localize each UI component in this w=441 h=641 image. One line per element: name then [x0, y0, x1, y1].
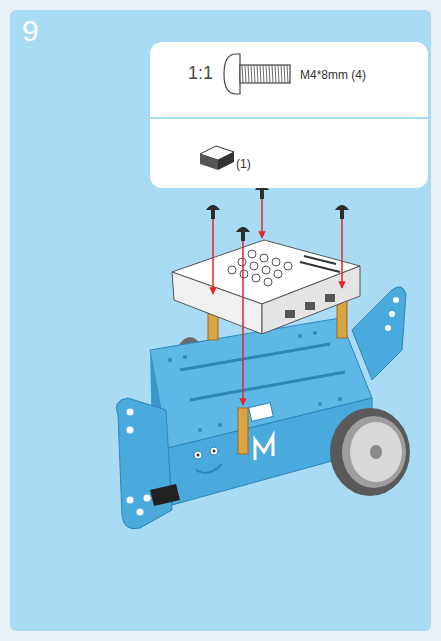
insert-arrow	[213, 198, 342, 405]
part-spec: (1)	[236, 158, 251, 171]
side-plate	[352, 287, 406, 380]
chassis-face	[194, 436, 273, 473]
step-number: 9	[22, 16, 39, 46]
board-icon	[200, 146, 234, 170]
sensor-window	[249, 403, 274, 422]
wheel	[330, 408, 410, 496]
divider	[150, 117, 428, 119]
screw-icon	[224, 54, 290, 94]
line-sensor	[150, 484, 180, 506]
side-plate	[116, 398, 172, 529]
screw	[206, 185, 349, 241]
scale-note: 1:1	[188, 64, 213, 84]
part-spec: M4*8mm (4)	[300, 69, 366, 82]
plate-holes	[385, 297, 399, 331]
parts-panel: 1:1 M4*8mm (4) (1)	[150, 42, 428, 188]
step-panel	[10, 10, 431, 631]
chassis-slot	[180, 344, 345, 400]
plate-holes	[127, 409, 151, 516]
control-board	[172, 240, 360, 334]
